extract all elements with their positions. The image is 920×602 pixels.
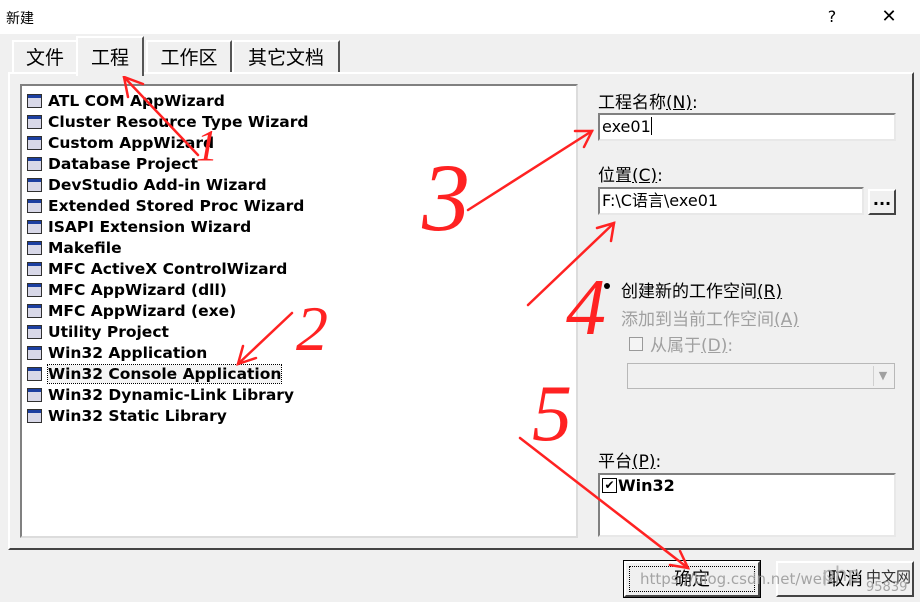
- makefile-icon: [24, 239, 44, 257]
- watermark-logo: php: [822, 562, 861, 586]
- tab-other-documents[interactable]: 其它文档: [232, 40, 340, 74]
- dependency-checkbox[interactable]: [629, 337, 643, 351]
- create-workspace-radio[interactable]: [604, 283, 610, 289]
- utility-icon: [24, 323, 44, 341]
- list-item[interactable]: ATL COM AppWizard: [24, 90, 225, 111]
- list-item[interactable]: Win32 Dynamic-Link Library: [24, 384, 294, 405]
- dependency-label: 从属于(D):: [650, 336, 734, 356]
- dependency-select[interactable]: ▼: [627, 363, 895, 389]
- help-button[interactable]: ?: [827, 7, 837, 26]
- tab-files[interactable]: 文件: [12, 40, 78, 74]
- title-bar: 新建 ? ✕: [0, 0, 920, 34]
- list-item[interactable]: MFC AppWizard (exe): [24, 300, 236, 321]
- list-item-selected[interactable]: Win32 Console Application: [24, 363, 283, 384]
- list-item[interactable]: Cluster Resource Type Wizard: [24, 111, 308, 132]
- mfc-exe-icon: [24, 302, 44, 320]
- chevron-down-icon: ▼: [873, 366, 892, 386]
- add-to-workspace-label[interactable]: 添加到当前工作空间(A): [621, 310, 799, 330]
- tab-projects[interactable]: 工程: [76, 36, 144, 76]
- static-lib-icon: [24, 407, 44, 425]
- close-button[interactable]: ✕: [881, 6, 897, 27]
- list-item[interactable]: Extended Stored Proc Wizard: [24, 195, 304, 216]
- platform-label: 平台(P):: [598, 452, 662, 472]
- cluster-icon: [24, 113, 44, 131]
- list-item[interactable]: Database Project: [24, 153, 198, 174]
- location-label: 位置(C):: [598, 166, 663, 186]
- list-item[interactable]: MFC ActiveX ControlWizard: [24, 258, 287, 279]
- project-name-input[interactable]: exe01: [598, 113, 896, 141]
- list-item[interactable]: Utility Project: [24, 321, 169, 342]
- tab-workspaces[interactable]: 工作区: [146, 40, 232, 74]
- list-item[interactable]: Win32 Application: [24, 342, 207, 363]
- custom-appwizard-icon: [24, 134, 44, 152]
- window-title: 新建: [6, 11, 34, 27]
- list-item[interactable]: DevStudio Add-in Wizard: [24, 174, 267, 195]
- database-icon: [24, 155, 44, 173]
- platform-list[interactable]: ✔ Win32: [598, 473, 896, 537]
- dll-icon: [24, 386, 44, 404]
- project-type-list[interactable]: ATL COM AppWizard Cluster Resource Type …: [20, 84, 578, 538]
- project-name-label: 工程名称(N):: [598, 93, 698, 113]
- location-input[interactable]: F:\C语言\exe01: [598, 187, 864, 215]
- mfc-dll-icon: [24, 281, 44, 299]
- browse-button[interactable]: ...: [868, 189, 896, 215]
- watermark-url: https://blog.csdn.net/weixi: [640, 570, 840, 588]
- list-item[interactable]: ISAPI Extension Wizard: [24, 216, 251, 237]
- create-workspace-label[interactable]: 创建新的工作空间(R): [621, 282, 783, 302]
- list-item[interactable]: Makefile: [24, 237, 122, 258]
- watermark-site: 中文网: [866, 568, 912, 586]
- activex-icon: [24, 260, 44, 278]
- atl-com-icon: [24, 92, 44, 110]
- tab-panel: [8, 72, 914, 550]
- cancel-button[interactable]: 取消: [776, 561, 914, 597]
- console-app-icon: [24, 365, 44, 383]
- win32-app-icon: [24, 344, 44, 362]
- list-item[interactable]: MFC AppWizard (dll): [24, 279, 227, 300]
- watermark-id: 95839: [866, 580, 908, 595]
- platform-item: Win32: [618, 476, 675, 495]
- list-item[interactable]: Win32 Static Library: [24, 405, 227, 426]
- isapi-icon: [24, 218, 44, 236]
- addin-icon: [24, 176, 44, 194]
- list-item[interactable]: Custom AppWizard: [24, 132, 214, 153]
- stored-proc-icon: [24, 197, 44, 215]
- checkmark-icon[interactable]: ✔: [602, 478, 617, 493]
